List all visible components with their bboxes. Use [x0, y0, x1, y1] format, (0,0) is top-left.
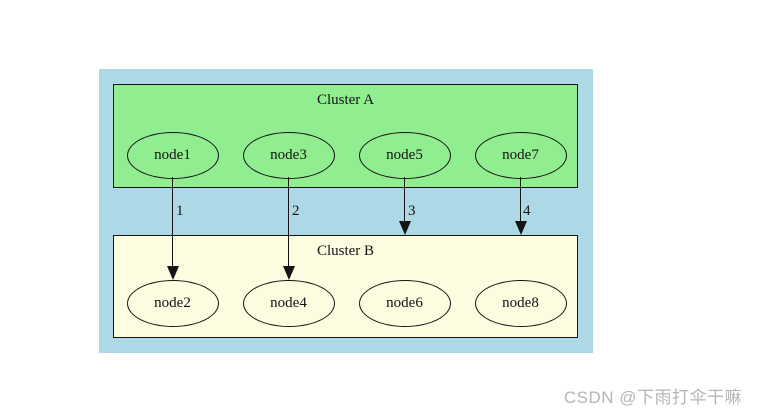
edge-node5-clusterb-line: [403, 177, 406, 222]
edge-node7-clusterb-line: [519, 177, 522, 222]
edge-node3-node4-label: 2: [292, 203, 300, 219]
edge-node5-clusterb-label: 3: [408, 203, 416, 219]
node-node6: node6: [358, 280, 451, 327]
node-node8-label: node8: [502, 295, 539, 311]
node-node1: node1: [126, 132, 219, 179]
edge-node5-clusterb-arrowhead-icon: [398, 221, 411, 235]
edge-node7-clusterb-label: 4: [523, 203, 531, 219]
node-node3-label: node3: [270, 147, 307, 163]
node-node3: node3: [242, 132, 335, 179]
edge-node7-clusterb-arrowhead-icon: [514, 221, 527, 235]
node-node2: node2: [126, 280, 219, 327]
node-node8: node8: [474, 280, 567, 327]
watermark-text: CSDN @下雨打伞干嘛: [563, 388, 742, 407]
edge-node1-node2-arrowhead-icon: [166, 266, 179, 280]
node-node6-label: node6: [386, 295, 423, 311]
cluster-a-label: Cluster A: [316, 92, 375, 108]
edge-node3-node4-line: [287, 177, 290, 267]
node-node1-label: node1: [154, 147, 191, 163]
node-node7: node7: [474, 132, 567, 179]
edge-node1-node2-label: 1: [176, 203, 184, 219]
cluster-b-label: Cluster B: [316, 243, 375, 259]
edge-node3-node4-arrowhead-icon: [282, 266, 295, 280]
edge-node1-node2-line: [171, 177, 174, 267]
node-node5-label: node5: [386, 147, 423, 163]
node-node2-label: node2: [154, 295, 191, 311]
node-node7-label: node7: [502, 147, 539, 163]
node-node5: node5: [358, 132, 451, 179]
node-node4: node4: [242, 280, 335, 327]
node-node4-label: node4: [270, 295, 307, 311]
